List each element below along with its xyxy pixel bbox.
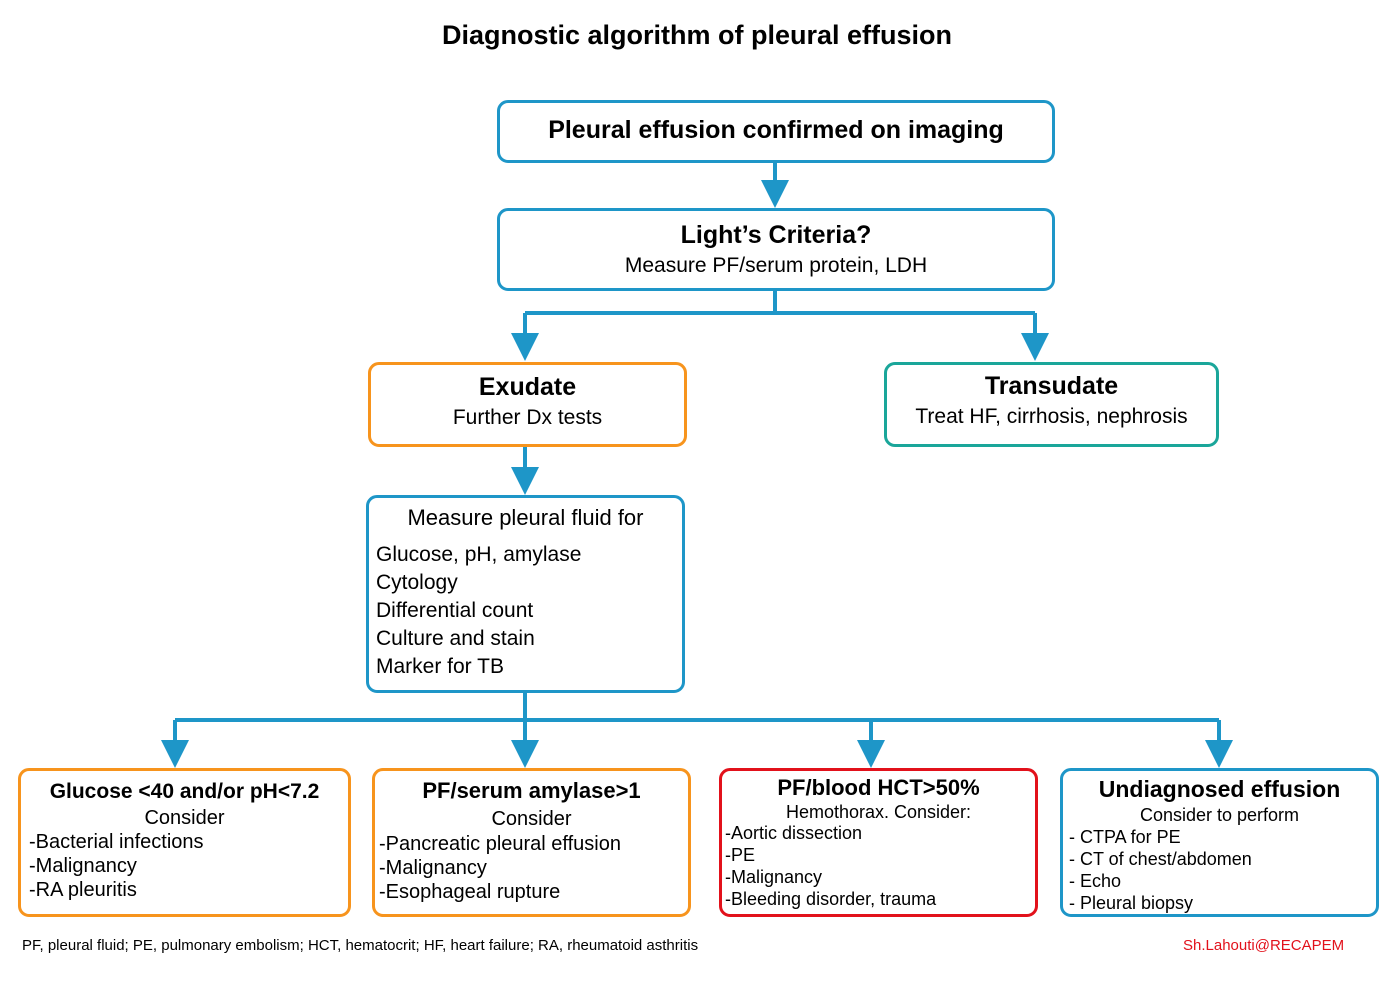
lights-criteria-text: Measure PF/serum protein, LDH bbox=[624, 254, 928, 277]
undiagnosed-heading: Undiagnosed effusion bbox=[1098, 776, 1341, 802]
arrowhead bbox=[511, 740, 539, 768]
arrowhead bbox=[857, 740, 885, 768]
undiagnosed-node: Undiagnosed effusion Consider to perform… bbox=[1060, 768, 1379, 917]
list-item: -Aortic dissection bbox=[725, 823, 863, 843]
list-item: -Bleeding disorder, trauma bbox=[725, 889, 937, 909]
amylase-list: -Pancreatic pleural effusion -Malignancy… bbox=[379, 832, 688, 904]
undiagnosed-list: - CTPA for PE - CT of chest/abdomen - Ec… bbox=[1069, 826, 1376, 914]
measure-list: Glucose, pH, amylase Cytology Differenti… bbox=[369, 541, 682, 681]
list-item: Differential count bbox=[376, 599, 534, 622]
list-item: -RA pleuritis bbox=[29, 879, 137, 901]
undiagnosed-subheading: Consider to perform bbox=[1139, 805, 1300, 825]
list-item: -Malignancy bbox=[29, 855, 137, 877]
measure-heading: Measure pleural fluid for bbox=[407, 505, 644, 530]
arrowhead bbox=[761, 180, 789, 208]
exudate-heading: Exudate bbox=[478, 373, 577, 401]
list-item: - CTPA for PE bbox=[1069, 827, 1181, 847]
transudate-text: Treat HF, cirrhosis, nephrosis bbox=[915, 405, 1188, 428]
hemothorax-list: -Aortic dissection -PE -Malignancy -Blee… bbox=[725, 822, 1035, 910]
arrowhead bbox=[161, 740, 189, 768]
list-item: -PE bbox=[725, 845, 756, 865]
confirmed-node: Pleural effusion confirmed on imaging bbox=[497, 100, 1055, 163]
arrowhead bbox=[1021, 333, 1049, 361]
list-item: -Malignancy bbox=[379, 857, 487, 879]
glucose-node: Glucose <40 and/or pH<7.2 Consider -Bact… bbox=[18, 768, 351, 917]
glucose-list: -Bacterial infections -Malignancy -RA pl… bbox=[29, 830, 348, 902]
hemothorax-heading: PF/blood HCT>50% bbox=[777, 775, 980, 800]
amylase-subheading: Consider bbox=[491, 808, 572, 830]
diagram-title: Diagnostic algorithm of pleural effusion bbox=[441, 20, 953, 50]
transudate-heading: Transudate bbox=[984, 372, 1119, 400]
amylase-node: PF/serum amylase>1 Consider -Pancreatic … bbox=[372, 768, 691, 917]
list-item: -Malignancy bbox=[725, 867, 823, 887]
arrowhead bbox=[511, 333, 539, 361]
list-item: Culture and stain bbox=[376, 627, 535, 650]
transudate-node: Transudate Treat HF, cirrhosis, nephrosi… bbox=[884, 362, 1219, 447]
list-item: Marker for TB bbox=[376, 655, 504, 678]
author-credit: Sh.Lahouti@RECAPEM bbox=[1183, 937, 1345, 954]
lights-criteria-heading: Light’s Criteria? bbox=[680, 221, 872, 249]
list-item: -Esophageal rupture bbox=[379, 881, 561, 903]
list-item: - Echo bbox=[1069, 871, 1122, 891]
glucose-subheading: Consider bbox=[144, 807, 225, 829]
arrowhead bbox=[511, 467, 539, 495]
exudate-text: Further Dx tests bbox=[452, 406, 603, 429]
measure-node: Measure pleural fluid for Glucose, pH, a… bbox=[366, 495, 685, 693]
confirmed-heading: Pleural effusion confirmed on imaging bbox=[548, 116, 1004, 144]
list-item: - Pleural biopsy bbox=[1069, 893, 1194, 913]
list-item: - CT of chest/abdomen bbox=[1069, 849, 1252, 869]
list-item: Cytology bbox=[376, 571, 458, 594]
list-item: -Pancreatic pleural effusion bbox=[379, 833, 621, 855]
lights-criteria-node: Light’s Criteria? Measure PF/serum prote… bbox=[497, 208, 1055, 291]
amylase-heading: PF/serum amylase>1 bbox=[422, 778, 641, 803]
list-item: Glucose, pH, amylase bbox=[376, 543, 582, 566]
hemothorax-subheading: Hemothorax. Consider: bbox=[785, 802, 972, 822]
list-item: -Bacterial infections bbox=[29, 831, 204, 853]
abbreviations-footnote: PF, pleural fluid; PE, pulmonary embolis… bbox=[22, 937, 699, 954]
glucose-heading: Glucose <40 and/or pH<7.2 bbox=[49, 780, 320, 803]
hemothorax-node: PF/blood HCT>50% Hemothorax. Consider: -… bbox=[719, 768, 1038, 917]
exudate-node: Exudate Further Dx tests bbox=[368, 362, 687, 447]
arrowhead bbox=[1205, 740, 1233, 768]
